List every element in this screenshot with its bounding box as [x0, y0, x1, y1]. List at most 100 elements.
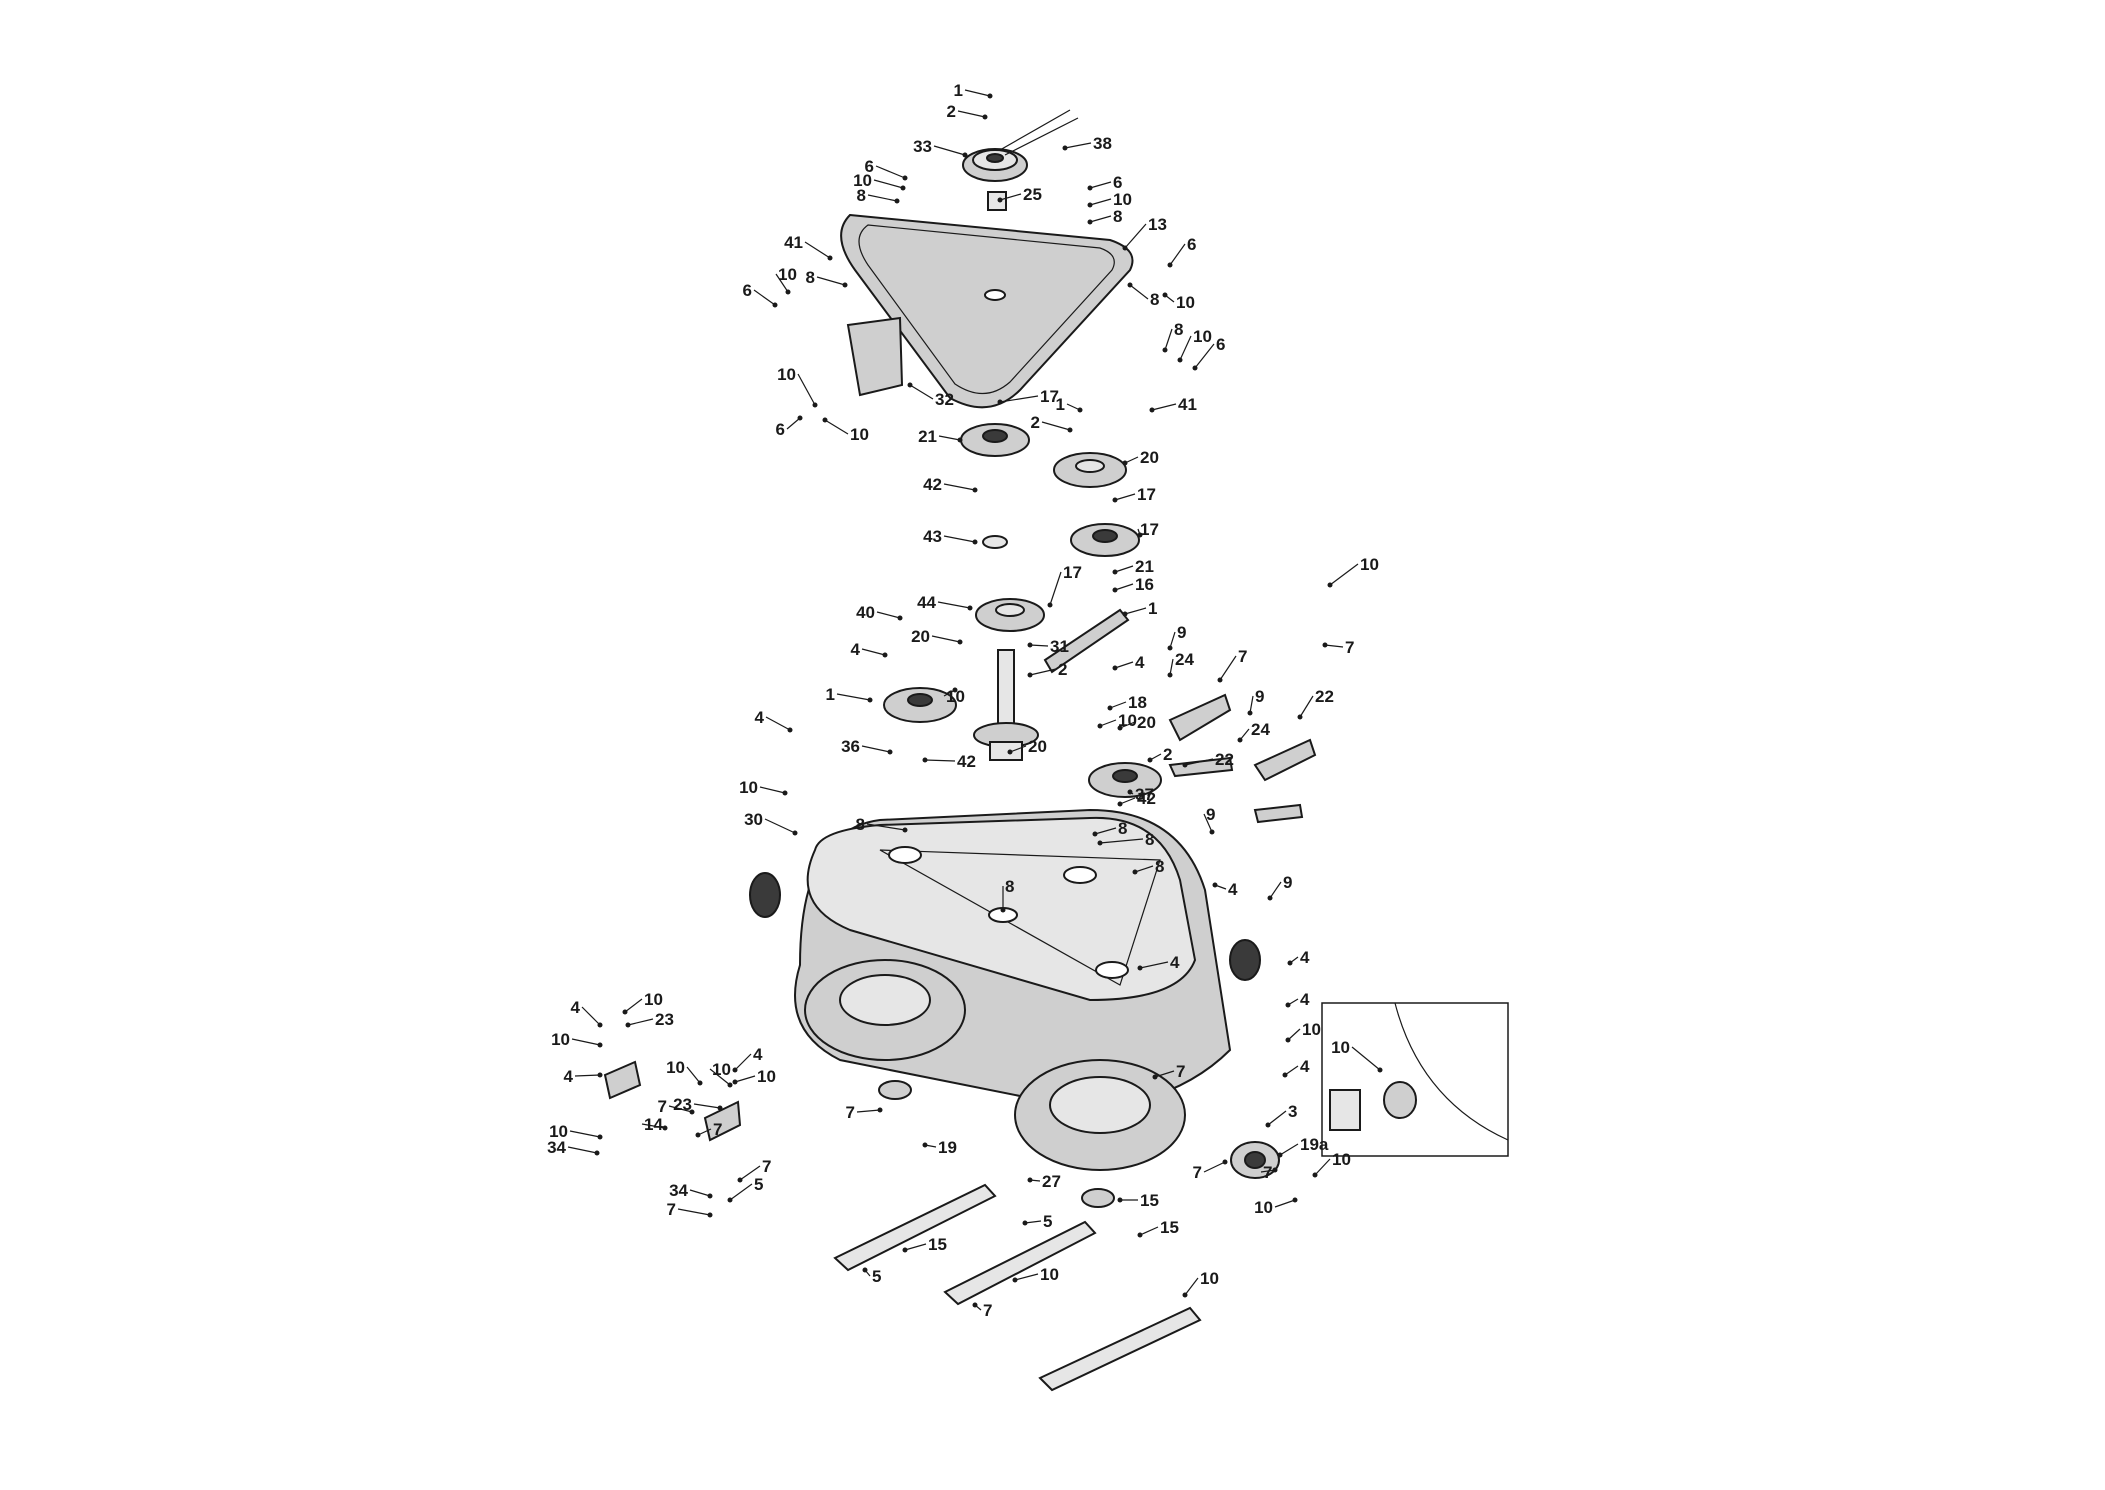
leader-line	[866, 823, 906, 831]
callout-7: 7	[1322, 638, 1354, 657]
callout-7: 7	[667, 1200, 713, 1219]
callout-1: 1	[826, 685, 873, 704]
callout-1: 1	[1056, 395, 1083, 414]
callout-10: 10	[732, 1067, 776, 1086]
leader-dot	[597, 1072, 603, 1078]
callout-30: 30	[744, 810, 798, 836]
callout-32: 32	[907, 382, 954, 409]
leader-dot	[1007, 749, 1013, 755]
callout-7: 7	[1260, 1163, 1278, 1182]
callout-19a: 19a	[1277, 1135, 1329, 1158]
callout-40: 40	[856, 603, 903, 622]
leader-dot	[972, 487, 978, 493]
callout-42: 42	[922, 752, 976, 771]
callout-10: 10	[1177, 327, 1212, 363]
leader-dot	[1127, 789, 1133, 795]
callout-label: 7	[983, 1301, 992, 1320]
leader-dot	[737, 1177, 743, 1183]
leader-line	[873, 179, 904, 189]
callout-label: 2	[1031, 413, 1040, 432]
callout-8: 8	[1092, 819, 1127, 838]
leader-dot	[1137, 965, 1143, 971]
leader-line	[1134, 865, 1154, 873]
leader-line	[1099, 838, 1144, 844]
callout-4: 4	[755, 708, 793, 733]
leader-line	[937, 601, 971, 609]
leader-line	[1274, 1199, 1296, 1208]
callout-10: 10	[943, 687, 965, 706]
callout-label: 7	[846, 1103, 855, 1122]
callout-label: 14	[644, 1115, 663, 1134]
leader-dot	[1285, 1002, 1291, 1008]
callout-label: 8	[1145, 830, 1154, 849]
leader-line	[1139, 961, 1169, 969]
leader-dot	[1077, 407, 1083, 413]
callout-7: 7	[695, 1120, 722, 1139]
leader-dot	[1117, 801, 1123, 807]
callout-label: 4	[1300, 1057, 1310, 1076]
callout-8: 8	[1097, 830, 1154, 849]
callout-label: 4	[564, 1067, 574, 1086]
leader-dot	[1147, 757, 1153, 763]
leader-line	[641, 1123, 666, 1129]
leader-line	[1014, 1273, 1039, 1281]
leader-line	[1169, 631, 1176, 649]
leader-line	[1024, 1220, 1042, 1224]
leader-dot	[972, 539, 978, 545]
leader-dot	[1092, 831, 1098, 837]
leader-line	[1184, 1277, 1199, 1296]
leader-line	[1114, 583, 1134, 591]
callout-label: 17	[1140, 520, 1159, 539]
callout-10: 10	[1162, 292, 1195, 312]
leader-dot	[1062, 145, 1068, 151]
callout-1: 1	[1122, 599, 1157, 618]
callout-label: 10	[853, 171, 872, 190]
callout-label: 7	[762, 1157, 771, 1176]
leader-line	[867, 194, 898, 202]
leader-dot	[1377, 1067, 1383, 1073]
callout-17: 17	[1112, 485, 1156, 504]
callout-19: 19	[922, 1138, 957, 1157]
callout-label: 10	[1176, 293, 1195, 312]
leader-dot	[1247, 710, 1253, 716]
callout-label: 20	[1137, 713, 1156, 732]
callout-22: 22	[1182, 750, 1234, 769]
leader-line	[1114, 565, 1134, 573]
leader-line	[1267, 1110, 1287, 1126]
callout-label: 4	[1300, 990, 1310, 1009]
leader-dot	[962, 152, 968, 158]
callout-label: 10	[739, 778, 758, 797]
leader-dot	[797, 415, 803, 421]
callout-1: 1	[954, 81, 993, 100]
callout-10: 10	[822, 417, 869, 444]
leader-dot	[1182, 1292, 1188, 1298]
leader-dot	[732, 1067, 738, 1073]
leader-line	[1287, 1028, 1301, 1041]
leader-dot	[987, 93, 993, 99]
callout-4: 4	[564, 1067, 603, 1086]
leader-line	[668, 1105, 693, 1113]
leader-dot	[1217, 677, 1223, 683]
callout-label: 27	[1042, 1172, 1061, 1191]
leader-dot	[772, 302, 778, 308]
callout-7: 7	[1217, 647, 1247, 683]
callout-label: 17	[1137, 485, 1156, 504]
leader-line	[1154, 1070, 1175, 1078]
leader-line	[856, 1109, 881, 1113]
mower-deck	[794, 808, 1232, 1112]
callout-label: 6	[1216, 335, 1225, 354]
leader-dot	[842, 282, 848, 288]
callout-label: 7	[1193, 1163, 1202, 1182]
callout-8: 8	[856, 815, 908, 834]
leader-line	[677, 1208, 711, 1216]
callout-label: 8	[806, 268, 815, 287]
leader-dot	[967, 605, 973, 611]
leader-line	[1029, 668, 1057, 676]
leader-dot	[897, 615, 903, 621]
callout-label: 10	[1254, 1198, 1273, 1217]
callout-label: 22	[1315, 687, 1334, 706]
callout-41: 41	[784, 233, 833, 261]
leader-line	[1089, 181, 1112, 189]
callout-label: 37	[1135, 785, 1154, 804]
